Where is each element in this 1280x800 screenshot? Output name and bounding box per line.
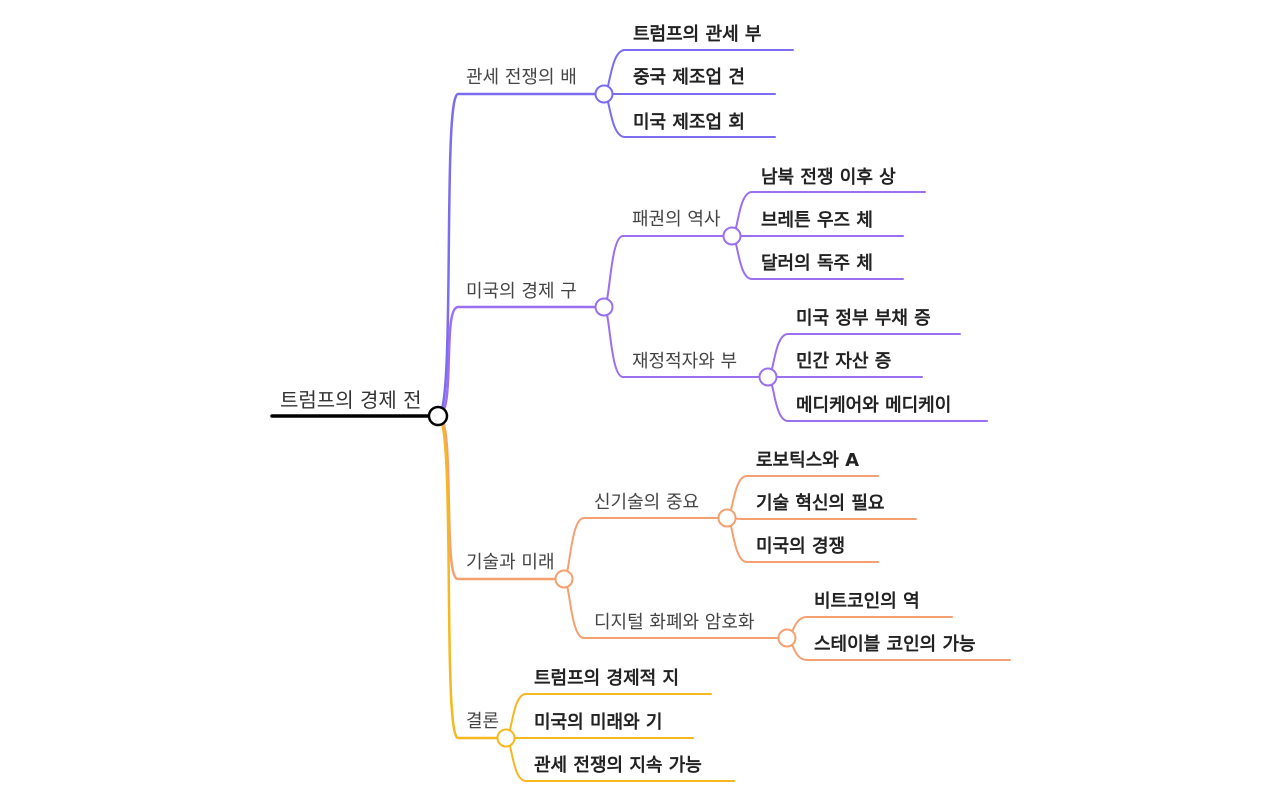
edge-tech-newtech bbox=[563, 517, 728, 580]
leaf-bretton-woods-label[interactable]: 브레튼 우즈 체 bbox=[761, 210, 873, 231]
node-hegemony[interactable] bbox=[722, 226, 742, 246]
node-digital-currency[interactable] bbox=[777, 628, 797, 648]
node-new-tech[interactable] bbox=[717, 508, 737, 528]
leaf-dollar-dominance-label[interactable]: 달러의 독주 체 bbox=[761, 253, 873, 274]
leaf-bitcoin-label[interactable]: 비트코인의 역 bbox=[814, 591, 920, 612]
sub-digital-currency-label[interactable]: 디지털 화폐와 암호화 bbox=[594, 612, 755, 633]
sub-fiscal-deficit-label[interactable]: 재정적자와 부 bbox=[632, 351, 738, 372]
leaf-civil-war-label[interactable]: 남북 전쟁 이후 상 bbox=[761, 167, 896, 188]
leaf-us-future-label[interactable]: 미국의 미래와 기 bbox=[534, 712, 663, 733]
leaf-trump-tariff-label[interactable]: 트럼프의 관세 부 bbox=[633, 24, 762, 45]
leaf-us-competition-label[interactable]: 미국의 경쟁 bbox=[756, 536, 846, 557]
leaf-us-manufacturing-label[interactable]: 미국 제조업 회 bbox=[633, 112, 745, 133]
branch-tariff-war-label[interactable]: 관세 전쟁의 배 bbox=[466, 67, 577, 88]
leaf-stablecoin-label[interactable]: 스테이블 코인의 가능 bbox=[814, 634, 976, 655]
edge-root-tariff bbox=[436, 92, 606, 418]
leaf-tech-innovation-label[interactable]: 기술 혁신의 필요 bbox=[756, 493, 885, 514]
node-us-economy[interactable] bbox=[594, 297, 614, 317]
node-fiscal-deficit[interactable] bbox=[758, 367, 778, 387]
branch-technology-future-label[interactable]: 기술과 미래 bbox=[466, 552, 555, 573]
root-topic-label[interactable]: 트럼프의 경제 전 bbox=[280, 388, 422, 412]
sub-new-tech-label[interactable]: 신기술의 중요 bbox=[594, 492, 700, 513]
node-tariff-war[interactable] bbox=[594, 84, 614, 104]
leaf-robotics-label[interactable]: 로보틱스와 A bbox=[756, 450, 859, 471]
node-technology[interactable] bbox=[554, 569, 574, 589]
branch-us-economy-label[interactable]: 미국의 경제 구 bbox=[466, 281, 577, 302]
branch-conclusion-label[interactable]: 결론 bbox=[466, 711, 500, 732]
leaf-medicare-label[interactable]: 메디케어와 메디케이 bbox=[796, 395, 952, 416]
leaf-private-assets-label[interactable]: 민간 자산 증 bbox=[796, 351, 892, 372]
leaf-china-manufacturing-label[interactable]: 중국 제조업 견 bbox=[633, 67, 745, 88]
edge-root-conclusion bbox=[436, 414, 508, 740]
node-root[interactable] bbox=[427, 405, 449, 427]
leaf-trump-economic-label[interactable]: 트럼프의 경제적 지 bbox=[534, 668, 680, 689]
edge-economy-hegemony bbox=[603, 235, 733, 308]
edge-newtech-leaf-1 bbox=[726, 517, 917, 520]
leaf-tariff-sustainability-label[interactable]: 관세 전쟁의 지속 가능 bbox=[534, 755, 702, 776]
edge-root-economy bbox=[436, 305, 606, 418]
node-conclusion[interactable] bbox=[496, 728, 516, 748]
leaf-government-debt-label[interactable]: 미국 정부 부채 증 bbox=[796, 308, 931, 329]
sub-hegemony-history-label[interactable]: 패권의 역사 bbox=[632, 209, 721, 230]
